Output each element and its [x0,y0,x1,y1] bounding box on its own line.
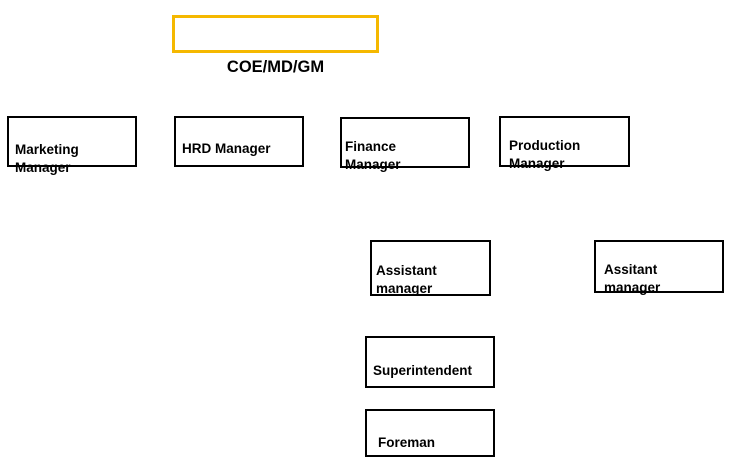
node-label: COE/MD/GM [226,58,325,76]
node-marketing-manager: Marketing Manager [7,116,137,175]
node-finance-manager: Finance Manager [340,117,470,172]
node-label: Superintendent [373,363,473,378]
node-label: HRD Manager [182,141,271,156]
node-label: Foreman [378,435,436,450]
node-hrd-manager: HRD Manager [174,116,304,167]
node-label: Production Manager [509,138,581,171]
node-label: Assistant manager [376,263,437,296]
node-production-manager: Production Manager [499,116,630,171]
node-superintendent: Superintendent [365,336,495,388]
node-assistant-manager-finance: Assistant manager [370,240,491,296]
node-coe-md-gm: COE/MD/GM [172,15,379,76]
node-label: Assitant manager [604,262,661,295]
node-label: Marketing Manager [15,142,79,175]
node-label: Finance Manager [345,139,401,172]
node-foreman: Foreman [365,409,495,457]
node-assistant-manager-production: Assitant manager [594,240,724,295]
